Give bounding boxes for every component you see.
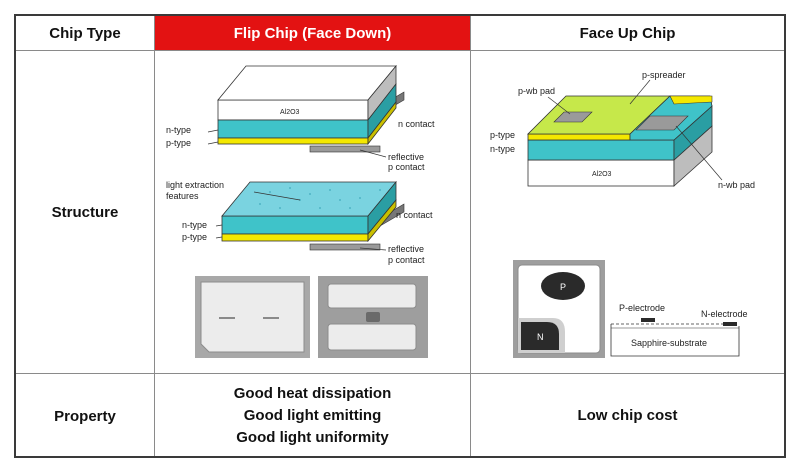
label-p-wb-pad: p-wb pad — [518, 86, 555, 96]
face-up-structure-diagram: p-spreader p-wb pad p-type n-type Al2O3 … — [490, 70, 755, 190]
flip-chip-properties: Good heat dissipation Good light emittin… — [155, 374, 470, 458]
label-extraction-1: light extraction — [166, 180, 224, 190]
header-chip-type: Chip Type — [49, 24, 121, 42]
flip-chip-textured-diagram: light extraction features n-type p-type … — [166, 180, 433, 265]
n-wb-pad — [635, 115, 689, 131]
label-reflective: reflective — [388, 152, 424, 162]
top-face — [217, 65, 397, 101]
label-p-spreader: p-spreader — [642, 70, 686, 80]
property-item: Good light uniformity — [236, 429, 389, 446]
label-p-type: p-type — [166, 138, 191, 148]
face-up-top-view: P N — [513, 260, 605, 358]
label-n-type: n-type — [490, 144, 515, 154]
flip-chip-photo-1 — [195, 276, 310, 358]
label-p-type: p-type — [182, 232, 207, 242]
face-up-properties: Low chip cost — [471, 374, 784, 458]
column-divider — [154, 16, 155, 456]
n-type-layer — [217, 119, 369, 139]
flip-chip-structure-diagram: Al2O3 n-type p-type n contact reflective… — [166, 64, 435, 172]
label-sapphire: Sapphire-substrate — [631, 338, 707, 348]
label-n-contact: n contact — [396, 210, 433, 220]
header-flip-chip: Flip Chip (Face Down) — [155, 16, 470, 50]
label-n-type: n-type — [182, 220, 207, 230]
property-item: Good heat dissipation — [233, 385, 392, 402]
label-reflective: reflective — [388, 244, 424, 254]
p-contact-pad — [309, 145, 381, 153]
property-item: Good light emitting — [243, 407, 382, 424]
n-electrode-pad — [521, 322, 559, 350]
row-label-property: Property — [54, 407, 116, 425]
p-type-layer — [217, 137, 369, 145]
label-extraction-2: features — [166, 191, 199, 201]
face-up-side-view: P-electrode N-electrode Sapphire-substra… — [610, 303, 748, 357]
comparison-table: Chip Type Flip Chip (Face Down) Face Up … — [14, 14, 786, 458]
header-face-up-chip: Face Up Chip — [579, 24, 676, 42]
label-p: P — [560, 282, 566, 292]
label-substrate: Al2O3 — [592, 171, 612, 178]
textured-top-face — [221, 181, 397, 217]
label-n: N — [537, 332, 544, 342]
row-divider — [16, 373, 784, 374]
label-n-type: n-type — [166, 125, 191, 135]
row-label-structure: Structure — [51, 203, 119, 221]
p-wb-pad — [553, 111, 593, 123]
label-p-type: p-type — [490, 130, 515, 140]
label-substrate: Al2O3 — [280, 109, 300, 116]
label-p-contact: p contact — [388, 255, 425, 265]
column-divider — [470, 16, 471, 456]
label-n-electrode: N-electrode — [701, 309, 748, 319]
flip-chip-photo-2 — [318, 276, 428, 358]
label-n-contact: n contact — [398, 119, 435, 129]
side-p-type — [367, 100, 397, 146]
label-p-electrode: P-electrode — [619, 303, 665, 313]
label-p-contact: p contact — [388, 162, 425, 172]
p-electrode-pad — [541, 272, 585, 300]
row-divider — [16, 50, 784, 51]
property-item: Low chip cost — [577, 407, 678, 424]
label-n-wb-pad: n-wb pad — [718, 180, 755, 190]
